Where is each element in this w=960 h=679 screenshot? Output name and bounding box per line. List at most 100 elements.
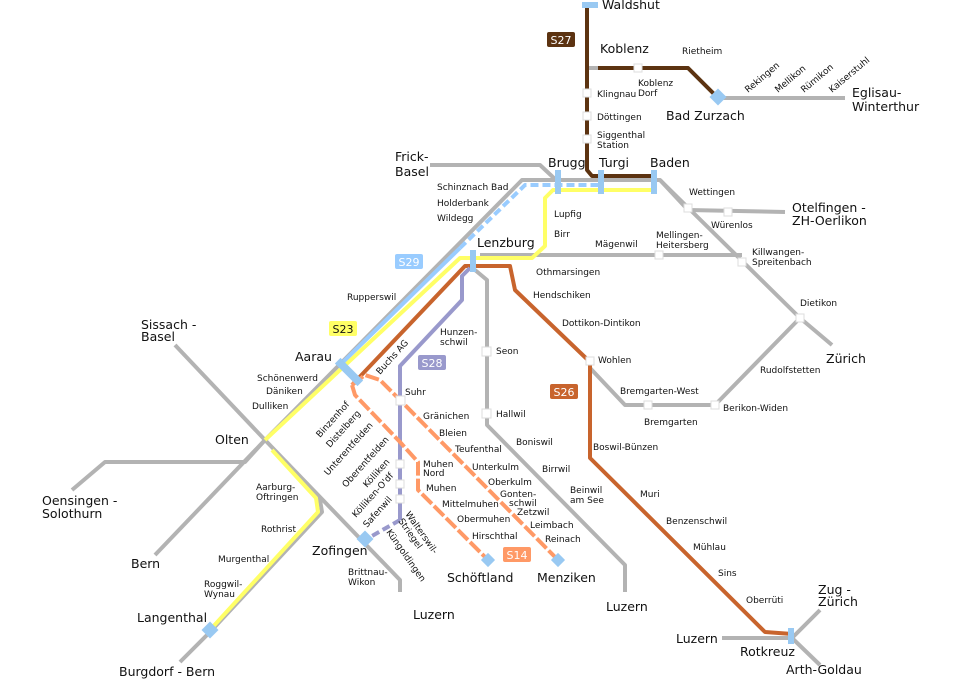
badge-s23: S23 (329, 321, 357, 336)
label-luzern-3: Luzern (676, 631, 718, 646)
station-lupfig: Lupfig (554, 210, 582, 220)
station-bremgarten-west: Bremgarten-West (620, 387, 699, 397)
station-aarburg: Aarburg- (256, 483, 295, 493)
label-otelfingen: Otelfingen - (792, 200, 866, 215)
station-obermuhen: Obermuhen (457, 515, 510, 525)
station-zetzwil: Zetzwil (517, 508, 549, 518)
label-basel-2: Basel (141, 329, 175, 344)
station-mellingen: Mellingen- (656, 231, 703, 241)
station-berikon-widen: Berikon-Widen (723, 404, 788, 414)
svg-text:S27: S27 (551, 34, 572, 47)
svg-text:S29: S29 (399, 256, 420, 269)
station-muhen-nord-2: Nord (423, 469, 445, 479)
label-koblenz: Koblenz (600, 41, 649, 56)
label-olten: Olten (215, 432, 249, 447)
station-hirschthal: Hirschthal (472, 532, 518, 542)
station-holderbank: Holderbank (437, 199, 490, 209)
label-schoeftland: Schöftland (447, 570, 513, 585)
major-station-labels: Waldshut Koblenz Bad Zurzach Eglisau- Wi… (42, 0, 920, 679)
station-schoenenwerd: Schönenwerd (257, 374, 318, 384)
station-murgenthal: Murgenthal (218, 555, 269, 565)
station-muhen: Muhen (426, 484, 456, 494)
line-s29 (338, 246, 462, 367)
station-teufenthal: Teufenthal (454, 445, 502, 455)
label-turgi: Turgi (598, 155, 629, 170)
station-siggenthal-2: Station (597, 141, 629, 151)
svg-text:S23: S23 (333, 323, 354, 336)
station-brittnau: Brittnau- (348, 568, 388, 578)
station-spreitenbach: Spreitenbach (752, 258, 812, 268)
station-stop-markers (395, 63, 805, 504)
station-gontenschwil-2: schwil (509, 499, 537, 509)
svg-text:S26: S26 (554, 386, 575, 399)
label-lenzburg: Lenzburg (477, 235, 535, 250)
station-dottikon: Dottikon-Dintikon (562, 319, 641, 329)
label-bad-zurzach: Bad Zurzach (666, 108, 745, 123)
badge-s29: S29 (395, 254, 423, 269)
line-s28 (398, 266, 472, 520)
station-unterkulm: Unterkulm (472, 463, 519, 473)
station-birrwil: Birrwil (542, 465, 570, 475)
label-rotkreuz: Rotkreuz (740, 644, 795, 659)
station-hunzenschwil-2: schwil (440, 338, 468, 348)
station-leimbach: Leimbach (530, 521, 574, 531)
label-waldshut: Waldshut (602, 0, 660, 12)
station-sins: Sins (718, 569, 737, 579)
line-s23 (263, 188, 655, 442)
line-s27-branch (598, 66, 720, 100)
station-boniswil: Boniswil (516, 438, 553, 448)
station-wildegg: Wildegg (437, 214, 473, 224)
station-roggwil: Roggwil- (204, 580, 242, 590)
line-s29-dashed (458, 183, 600, 250)
station-dietikon: Dietikon (800, 299, 837, 309)
station-koblenz-dorf-2: Dorf (638, 89, 658, 99)
station-rupperswil: Rupperswil (347, 293, 396, 303)
label-eglisau: Eglisau- (852, 85, 901, 100)
station-hendschiken: Hendschiken (533, 291, 591, 301)
svg-text:S14: S14 (507, 549, 528, 562)
station-siggenthal: Siggenthal (597, 131, 645, 141)
station-oberrueti: Oberrüti (746, 596, 783, 606)
station-bleien: Bleien (439, 429, 467, 439)
label-zofingen: Zofingen (312, 543, 368, 558)
station-wettingen: Wettingen (689, 188, 735, 198)
label-zug: Zug - (818, 582, 851, 597)
label-solothurn: Solothurn (42, 506, 102, 521)
label-baden: Baden (650, 155, 690, 170)
station-seon: Seon (496, 347, 518, 357)
line-s27 (585, 5, 655, 178)
label-luzern-1: Luzern (413, 607, 455, 622)
station-wuerenlos: Würenlos (711, 221, 753, 231)
station-benzenschwil: Benzenschwil (666, 517, 727, 527)
line-s14-schoeftland (350, 384, 490, 562)
station-reinach: Reinach (545, 535, 581, 545)
station-oftringen: Oftringen (256, 493, 298, 503)
station-suhr: Suhr (405, 388, 426, 398)
station-schinznach-bad: Schinznach Bad (437, 183, 508, 193)
label-luzern-2: Luzern (606, 599, 648, 614)
station-koblenz-dorf: Koblenz (638, 79, 673, 89)
station-wohlen: Wohlen (598, 356, 631, 366)
station-hunzenschwil: Hunzen- (440, 328, 477, 338)
svg-text:S28: S28 (422, 357, 443, 370)
station-muehlau: Mühlau (693, 543, 726, 553)
station-rothrist: Rothrist (261, 525, 296, 535)
badge-s28: S28 (418, 355, 446, 370)
interchange-markers (201, 2, 794, 644)
station-doettingen: Döttingen (597, 113, 642, 123)
label-zh-oerlikon: ZH-Oerlikon (792, 213, 867, 228)
station-daeniken: Däniken (266, 387, 303, 397)
label-winterthur: Winterthur (852, 99, 920, 114)
station-mittelmuhen: Mittelmuhen (442, 500, 499, 510)
label-zuerich-2: Zürich (818, 594, 858, 609)
station-beinwil-2: am See (570, 496, 604, 506)
label-zuerich: Zürich (826, 351, 866, 366)
badge-s14: S14 (503, 547, 531, 562)
label-bern: Bern (131, 556, 160, 571)
station-killwangen: Killwangen- (752, 248, 804, 258)
station-birr: Birr (554, 230, 570, 240)
station-muhen-nord: Muhen (423, 460, 453, 470)
station-oberkulm: Oberkulm (488, 478, 532, 488)
line-s28-dashed (364, 518, 401, 542)
